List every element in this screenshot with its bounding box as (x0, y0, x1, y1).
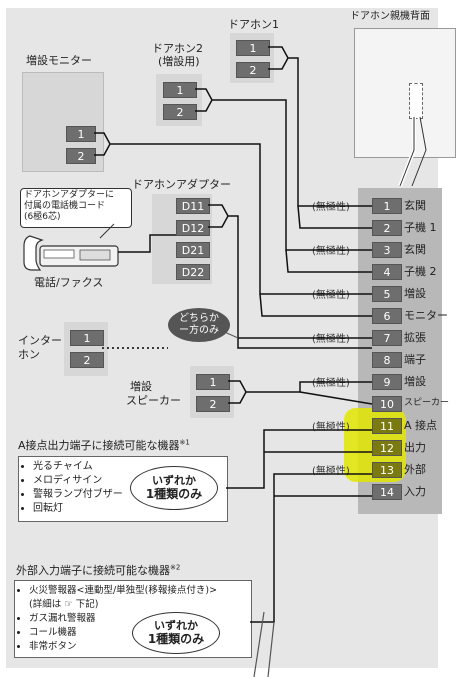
non-polar-label-1: (無極性) (312, 202, 350, 213)
a-contact-item: 回転灯 (33, 502, 227, 516)
main-terminal-12: 12 (372, 440, 402, 456)
either-bubble: どちらか ー方のみ (168, 308, 230, 342)
phone-note-line1: ドアホンアダプターに (24, 190, 115, 200)
main-terminal-label-4: 子機 2 (404, 265, 437, 278)
a-contact-item: 警報ランプ付ブザー (33, 488, 227, 502)
a-contact-choice-line2: 1種類のみ (145, 487, 203, 501)
non-polar-label-4: (無極性) (312, 334, 350, 345)
phone-note-line2: 付属の電話機コード (24, 201, 106, 211)
a-contact-choice-oval: いずれか 1種類のみ (130, 466, 218, 510)
external-input-choice-line1: いずれか (154, 619, 198, 632)
main-terminal-9: 9 (372, 374, 402, 390)
either-bubble-line1: どちらか (179, 313, 219, 324)
doorphone1-label: ドアホン1 (228, 18, 279, 31)
doorphone-unit-back-label: ドアホン親機背面 (350, 11, 430, 22)
main-terminal-3: 3 (372, 242, 402, 258)
speaker-terminal-1: 1 (196, 374, 230, 390)
interphone-label-line1: インター (18, 334, 62, 347)
a-contact-title: A接点出力端子に接続可能な機器※1 (18, 438, 190, 452)
interphone-terminal-1: 1 (70, 330, 104, 346)
speaker-terminal-2: 2 (196, 396, 230, 412)
main-terminal-label-1: 玄関 (404, 199, 426, 212)
phone-note-line3: (6極6芯) (24, 212, 61, 222)
a-contact-items: 光るチャイム メロディサイン 警報ランプ付ブザー 回転灯 (19, 457, 227, 516)
main-terminal-label-14: 入力 (404, 485, 426, 498)
non-polar-label-2: (無極性) (312, 246, 350, 257)
non-polar-label-6: (無極性) (312, 422, 350, 433)
non-polar-label-3: (無極性) (312, 290, 350, 301)
either-bubble-line2: ー方のみ (179, 325, 219, 336)
non-polar-label-7: (無極性) (312, 466, 350, 477)
main-terminal-8: 8 (372, 352, 402, 368)
main-terminal-label-10: スピーカー (404, 398, 450, 408)
main-terminal-2: 2 (372, 220, 402, 236)
external-input-choice-line2: 1種類のみ (147, 632, 205, 646)
main-terminal-4: 4 (372, 264, 402, 280)
a-contact-choice-line1: いずれか (152, 474, 196, 487)
main-terminal-1: 1 (372, 198, 402, 214)
speaker-label-line2: スピーカー (126, 394, 181, 407)
a-contact-item: メロディサイン (33, 474, 227, 488)
main-terminal-14: 14 (372, 484, 402, 500)
main-terminal-13: 13 (372, 462, 402, 478)
phone-label: 電話/ファクス (34, 276, 104, 289)
external-input-item: ガス漏れ警報器 (29, 612, 251, 626)
main-terminal-label-12: 出力 (404, 441, 426, 454)
main-terminal-label-13: 外部 (404, 463, 426, 476)
main-terminal-6: 6 (372, 308, 402, 324)
external-input-items: 火災警報器<連動型/単独型(移報接点付き)> (詳細は ☞ 下記) ガス漏れ警報… (15, 581, 251, 654)
main-terminal-label-8: 端子 (404, 353, 426, 366)
main-terminal-11: 11 (372, 418, 402, 434)
main-terminal-10: 10 (372, 396, 402, 412)
main-terminal-label-6: モニター (404, 309, 448, 322)
monitor-label: 増設モニター (26, 54, 92, 67)
external-input-item: 火災警報器<連動型/単独型(移報接点付き)> (29, 584, 251, 598)
external-input-choice-oval: いずれか 1種類のみ (132, 612, 220, 654)
main-terminal-label-7: 拡張 (404, 331, 426, 344)
main-terminal-label-3: 玄関 (404, 243, 426, 256)
main-terminal-label-5: 増設 (404, 287, 426, 300)
main-terminal-5: 5 (372, 286, 402, 302)
interphone-terminal-2: 2 (70, 352, 104, 368)
main-terminal-label-2: 子機 1 (404, 221, 437, 234)
main-terminal-label-9: 増設 (404, 375, 426, 388)
main-terminal-7: 7 (372, 330, 402, 346)
a-contact-item: 光るチャイム (33, 460, 227, 474)
non-polar-label-5: (無極性) (312, 378, 350, 389)
external-input-item: (詳細は ☞ 下記) (29, 599, 99, 610)
external-input-item: コール機器 (29, 626, 251, 640)
main-terminal-label-11: A 接点 (404, 419, 438, 432)
external-input-item: 非常ボタン (29, 640, 251, 654)
external-input-title: 外部入力端子に接続可能な機器※2 (16, 563, 181, 577)
interphone-label-line2: ホン (18, 348, 40, 361)
doorphone2-sublabel: (増設用) (158, 55, 200, 68)
doorphone1-terminal-2: 2 (236, 62, 270, 78)
external-input-list-box: 火災警報器<連動型/単独型(移報接点付き)> (詳細は ☞ 下記) ガス漏れ警報… (14, 580, 252, 658)
doorphone2-label: ドアホン2 (152, 42, 203, 55)
speaker-label-line1: 増設 (130, 380, 152, 393)
